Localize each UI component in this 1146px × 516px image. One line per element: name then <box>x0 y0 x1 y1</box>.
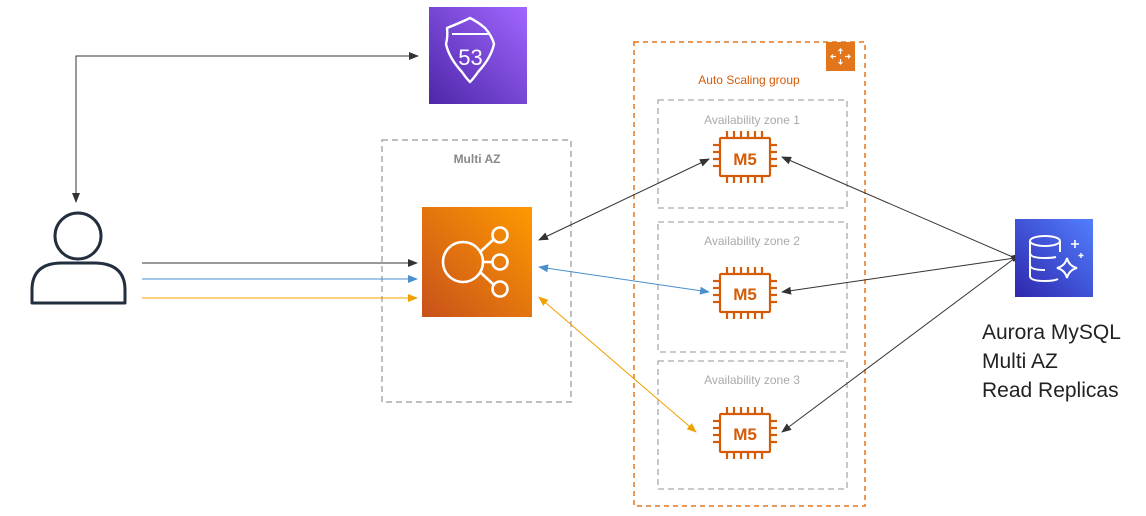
multi-az-label: Multi AZ <box>454 152 501 166</box>
aurora-caption: Aurora MySQL Multi AZ Read Replicas <box>982 318 1121 405</box>
ec2-instance-3-label: M5 <box>733 425 757 444</box>
ec2-chip-icon <box>713 407 777 459</box>
connectors <box>72 52 1020 433</box>
ec2-instance-1: M5 <box>713 131 777 183</box>
auto-scaling-arrows-icon <box>826 42 855 71</box>
ec2-instance-2-label: M5 <box>733 285 757 304</box>
route53-number: 53 <box>458 45 482 70</box>
user-route53-connector <box>72 52 419 203</box>
aurora-node <box>1015 219 1093 297</box>
ec2-instance-3: M5 <box>713 407 777 459</box>
load-balancer-node <box>422 207 532 317</box>
availability-zone-1: Availability zone 1 <box>657 99 848 209</box>
elb-ec2-3-connector <box>538 296 697 433</box>
availability-zone-3-label: Availability zone 3 <box>704 373 800 387</box>
ec2-chip-icon <box>713 267 777 319</box>
ec2-1-aurora-connector <box>781 156 1020 262</box>
elb-ec2-2-connector <box>538 264 710 295</box>
elb-ec2-1-connector <box>538 158 710 241</box>
ec2-instance-1-label: M5 <box>733 150 757 169</box>
aurora-database-icon <box>1029 235 1084 283</box>
availability-zone-1-label: Availability zone 1 <box>704 113 800 127</box>
auto-scaling-group-label: Auto Scaling group <box>698 73 800 87</box>
load-balancer-icon <box>441 226 509 298</box>
availability-zone-2-label: Availability zone 2 <box>704 234 800 248</box>
aurora-caption-line-1: Aurora MySQL <box>982 321 1121 344</box>
ec2-chip-icon <box>713 131 777 183</box>
aurora-caption-line-2: Multi AZ <box>982 350 1058 373</box>
ec2-2-aurora-connector <box>781 257 1016 295</box>
ec2-3-aurora-connector <box>781 257 1016 433</box>
ec2-instance-2: M5 <box>713 267 777 319</box>
aurora-caption-line-3: Read Replicas <box>982 379 1119 402</box>
route53-node: 53 <box>429 7 527 104</box>
user-icon <box>30 211 127 305</box>
route53-shield-icon: 53 <box>444 16 496 84</box>
auto-scaling-group: Auto Scaling group <box>633 41 866 507</box>
